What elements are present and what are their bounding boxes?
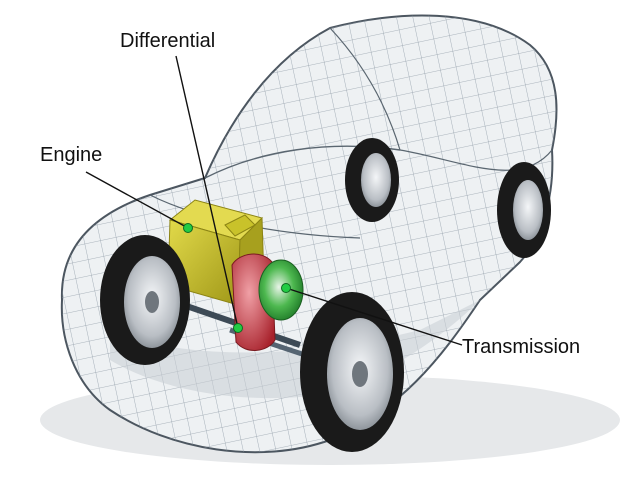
engine-notch — [224, 214, 256, 237]
car-body-mesh — [61, 15, 557, 453]
leader-line-differential — [175, 55, 239, 329]
transmission-housing — [258, 259, 304, 321]
label-transmission: Transmission — [462, 336, 581, 358]
car-wireframe-icon — [60, 14, 558, 454]
transmission-icon — [258, 259, 304, 321]
rear-window-line — [329, 27, 401, 151]
leader-line-engine — [85, 171, 189, 229]
underbody-shade — [110, 300, 480, 399]
label-engine: Engine — [40, 144, 103, 166]
rear-left-rim — [361, 153, 391, 207]
marker-differential — [233, 323, 243, 333]
side-line — [399, 149, 553, 171]
wheel-icon — [100, 235, 404, 452]
marker-engine — [183, 223, 193, 233]
label-differential: Differential — [120, 30, 216, 52]
front-right-hub — [352, 361, 368, 387]
leader-line-transmission — [285, 287, 463, 346]
marker-transmission — [281, 283, 291, 293]
wheel-icon — [345, 138, 551, 258]
front-left-hub — [145, 291, 159, 313]
rear-right-rim — [513, 180, 543, 240]
